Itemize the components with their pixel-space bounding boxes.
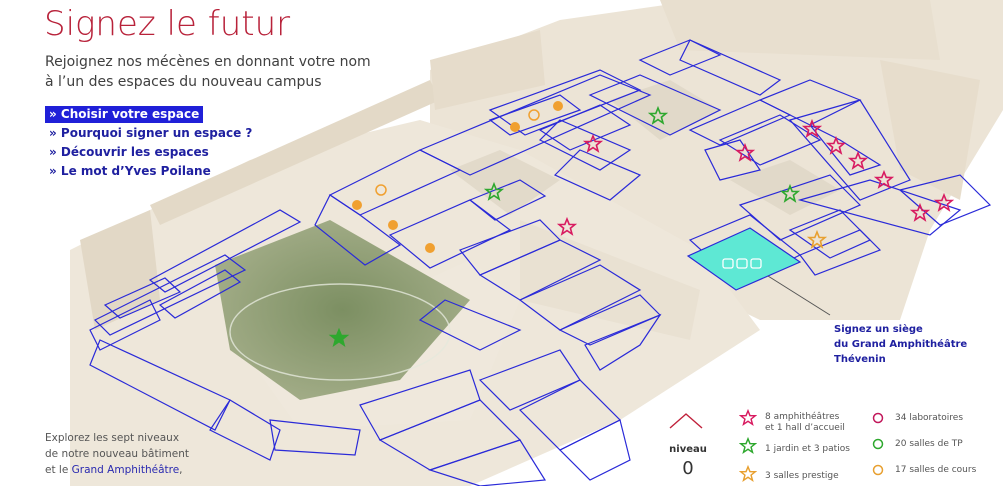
explore-line: et le Grand Amphithéâtre, xyxy=(45,462,250,478)
legend-cours-ring-icon xyxy=(872,464,884,476)
page-title: Signez le futur xyxy=(44,4,291,44)
subtitle-line: Rejoignez nos mécènes en donnant votre n… xyxy=(45,54,371,70)
patio xyxy=(450,150,560,215)
nav-link-pourquoi[interactable]: » Pourquoi signer un espace ? xyxy=(49,126,253,140)
nav-link-choisir[interactable]: » Choisir votre espace xyxy=(45,106,204,123)
grand-amphi-link[interactable]: Grand Amphithéâtre xyxy=(71,464,180,476)
classroom-dot-icon[interactable] xyxy=(425,243,435,253)
callout-leader-line xyxy=(767,275,831,316)
classroom-dot-icon[interactable] xyxy=(388,220,398,230)
level-value: 0 xyxy=(682,458,694,479)
classroom-dot-icon[interactable] xyxy=(553,101,563,111)
explore-line: de notre nouveau bâtiment xyxy=(45,448,189,460)
garden-courtyard xyxy=(215,220,470,400)
callout-line: Signez un siège xyxy=(834,324,923,335)
explore-prefix: et le xyxy=(45,464,72,476)
explore-suffix: , xyxy=(179,464,183,476)
legend-prestige-star-icon xyxy=(740,466,756,482)
legend-jardin: 1 jardin et 3 patios xyxy=(765,444,850,454)
callout-line: du Grand Amphithéâtre xyxy=(834,339,968,350)
nav-item-pourquoi[interactable]: » Pourquoi signer un espace ? xyxy=(45,125,256,144)
classroom-ring-icon[interactable] xyxy=(375,184,387,196)
legend-amphi-line1: 8 amphithéâtres xyxy=(765,412,840,422)
callout-line: Thévenin xyxy=(834,354,886,365)
subtitle-line: à l’un des espaces du nouveau campus xyxy=(45,74,322,90)
nav-link-mot[interactable]: » Le mot d’Yves Poilane xyxy=(49,164,211,178)
nav-item-mot[interactable]: » Le mot d’Yves Poilane xyxy=(45,163,256,182)
legend-amphi: 8 amphithéâtres et 1 hall d’accueil xyxy=(765,412,845,434)
classroom-dot-icon[interactable] xyxy=(352,200,362,210)
legend-tp-ring-icon xyxy=(872,438,884,450)
legend-amphi-star-icon xyxy=(740,410,756,426)
explore-line: Explorez les sept niveaux xyxy=(45,432,180,444)
legend-labo-ring-icon xyxy=(872,412,884,424)
explore-text: Explorez les sept niveaux de notre nouve… xyxy=(45,430,250,478)
seat-callout[interactable]: Signez un siège du Grand Amphithéâtre Th… xyxy=(834,322,984,367)
classroom-ring-icon[interactable] xyxy=(528,109,540,121)
classroom-markers xyxy=(352,101,563,253)
patio xyxy=(730,160,840,215)
main-nav: » Choisir votre espace » Pourquoi signer… xyxy=(45,106,256,182)
nav-link-decouvrir[interactable]: » Découvrir les espaces xyxy=(49,145,209,159)
nav-item-decouvrir[interactable]: » Découvrir les espaces xyxy=(45,144,256,163)
patio xyxy=(610,80,720,140)
legend xyxy=(669,410,884,482)
classroom-dot-icon[interactable] xyxy=(510,122,520,132)
page-subtitle: Rejoignez nos mécènes en donnant votre n… xyxy=(45,52,385,92)
level-label: niveau xyxy=(669,444,707,455)
garden-path xyxy=(229,283,451,381)
legend-amphi-line2: et 1 hall d’accueil xyxy=(765,423,845,433)
floor-plan-walls xyxy=(89,39,992,486)
nav-item-choisir[interactable]: » Choisir votre espace xyxy=(45,106,256,125)
legend-jardin-star-icon xyxy=(740,438,756,454)
legend-prestige: 3 salles prestige xyxy=(765,471,839,481)
level-up-chevron-icon[interactable] xyxy=(669,413,703,429)
seat-icon xyxy=(722,258,762,269)
legend-tp: 20 salles de TP xyxy=(895,439,963,449)
legend-cours: 17 salles de cours xyxy=(895,465,977,475)
legend-labos: 34 laboratoires xyxy=(895,413,964,423)
